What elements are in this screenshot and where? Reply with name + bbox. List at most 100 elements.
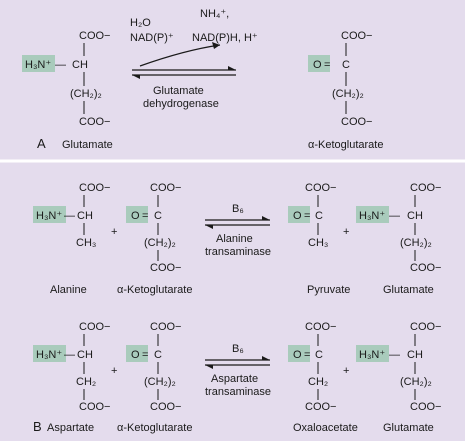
carbonyl-highlight — [308, 55, 330, 72]
label-pyruvate: Pyruvate — [307, 284, 350, 296]
carbonyl-oxygen: O — [313, 59, 322, 71]
molecule-alpha-ketoglutarate-b1: COO− O = C (CH₂)₂ COO− — [126, 182, 181, 274]
curved-arrow — [139, 44, 221, 67]
carboxylate-group: COO− — [79, 321, 110, 333]
double-bond: = — [304, 349, 310, 361]
carbonyl-carbon: C — [315, 210, 323, 222]
amine-highlight — [356, 206, 389, 223]
carboxylate-group: COO− — [410, 401, 441, 413]
reagent-water: H₂O — [130, 17, 151, 29]
molecule-glutamate-a: COO− H₃N⁺ — CH (CH₂)₂ COO− — [22, 30, 110, 128]
amine-highlight — [33, 206, 66, 223]
carboxylate-group: COO− — [341, 116, 372, 128]
carboxylate-group: COO− — [79, 30, 110, 42]
enzyme-name: dehydrogenase — [143, 98, 219, 110]
carboxylate-group: COO− — [305, 401, 336, 413]
carboxylate-group: COO− — [410, 182, 441, 194]
plus-sign: + — [343, 226, 349, 238]
plus-sign: + — [343, 365, 349, 377]
amine-highlight — [356, 345, 389, 362]
plus-sign: + — [111, 365, 117, 377]
alpha-carbon: CH — [72, 59, 88, 71]
methyl-group: CH₃ — [308, 237, 328, 249]
amine-group: H₃N⁺ — [359, 210, 385, 222]
enzyme-name: transaminase — [205, 246, 271, 258]
plus-sign: + — [111, 226, 117, 238]
methylene-chain: (CH₂)₂ — [400, 237, 432, 249]
carbonyl-oxygen: O — [293, 210, 302, 222]
label-alpha-ketoglutarate: α-Ketoglutarate — [117, 422, 192, 434]
panel-label-a: A — [37, 136, 46, 151]
carboxylate-group: COO− — [341, 30, 372, 42]
label-glutamate: Glutamate — [383, 284, 434, 296]
carbonyl-oxygen: O — [293, 349, 302, 361]
enzyme-name: transaminase — [205, 386, 271, 398]
methylene-chain: (CH₂)₂ — [332, 88, 364, 100]
arrowhead — [205, 225, 213, 229]
carboxylate-group: COO− — [150, 401, 181, 413]
carboxylate-group: COO− — [79, 116, 110, 128]
molecule-aspartate: COO− H₃N⁺ — CH CH₂ COO− — [33, 321, 110, 413]
amine-highlight — [22, 55, 55, 72]
double-bond: = — [324, 59, 330, 71]
label-alpha-ketoglutarate: α-Ketoglutarate — [117, 284, 192, 296]
carboxylate-group: COO− — [79, 182, 110, 194]
amine-highlight — [33, 345, 66, 362]
label-glutamate: Glutamate — [383, 422, 434, 434]
double-bond: = — [142, 210, 148, 222]
molecule-alanine: COO− H₃N⁺ — CH CH₃ — [33, 182, 110, 249]
arrowhead — [262, 216, 270, 220]
cofactor-b6: B₆ — [232, 343, 244, 355]
enzyme-name: Aspartate — [211, 373, 258, 385]
methyl-group: CH₃ — [76, 237, 96, 249]
reaction-aspartate-transaminase: COO− H₃N⁺ — CH CH₂ COO− + COO− O = C (CH… — [33, 321, 441, 434]
amine-group: H₃N⁺ — [25, 59, 51, 71]
carbonyl-highlight — [126, 206, 148, 223]
carbonyl-carbon: C — [154, 349, 162, 361]
panel-label-b: B — [33, 419, 42, 434]
molecule-glutamate-b1: COO− H₃N⁺ — CH (CH₂)₂ COO− — [356, 182, 441, 274]
alpha-carbon: CH — [407, 210, 423, 222]
double-bond: = — [142, 349, 148, 361]
methylene-group: CH₂ — [76, 376, 96, 388]
methylene-group: CH₂ — [308, 376, 328, 388]
product-ammonium: NH₄⁺, — [200, 8, 229, 20]
alpha-carbon: CH — [407, 349, 423, 361]
reaction-alanine-transaminase: COO− H₃N⁺ — CH CH₃ + COO− O = C (CH₂)₂ C… — [33, 182, 441, 296]
label-alpha-ketoglutarate: α-Ketoglutarate — [308, 139, 383, 151]
bond-dash: — — [64, 210, 75, 222]
label-glutamate: Glutamate — [62, 139, 113, 151]
amine-group: H₃N⁺ — [36, 349, 62, 361]
product-nadph: NAD(P)H, H⁺ — [192, 32, 258, 44]
reaction-glutamate-dehydrogenase: COO− H₃N⁺ — CH (CH₂)₂ COO− Glutamate A H… — [22, 8, 383, 151]
carboxylate-group: COO− — [410, 321, 441, 333]
alpha-carbon: CH — [77, 210, 93, 222]
bond-dash: — — [389, 210, 400, 222]
arrowhead — [262, 356, 270, 360]
carboxylate-group: COO− — [410, 262, 441, 274]
carbonyl-carbon: C — [315, 349, 323, 361]
molecule-glutamate-b2: COO− H₃N⁺ — CH (CH₂)₂ COO− — [356, 321, 441, 413]
molecule-oxaloacetate: COO− O = C CH₂ COO− — [288, 321, 336, 413]
carboxylate-group: COO− — [150, 262, 181, 274]
arrowhead — [132, 75, 140, 79]
molecule-alpha-ketoglutarate-b2: COO− O = C (CH₂)₂ COO− — [126, 321, 181, 413]
carbonyl-highlight — [288, 345, 310, 362]
bond-dash: — — [55, 59, 66, 71]
carboxylate-group: COO− — [305, 182, 336, 194]
bond-dash: — — [389, 349, 400, 361]
cofactor-b6: B₆ — [232, 203, 244, 215]
arrowhead — [228, 66, 236, 70]
carboxylate-group: COO− — [150, 182, 181, 194]
enzyme-name: Glutamate — [153, 85, 204, 97]
methylene-chain: (CH₂)₂ — [400, 376, 432, 388]
amine-group: H₃N⁺ — [359, 349, 385, 361]
carbonyl-carbon: C — [342, 59, 350, 71]
label-alanine: Alanine — [50, 284, 87, 296]
label-oxaloacetate: Oxaloacetate — [293, 422, 358, 434]
carbonyl-carbon: C — [154, 210, 162, 222]
reagent-nadp: NAD(P)⁺ — [130, 32, 174, 44]
methylene-chain: (CH₂)₂ — [144, 237, 176, 249]
double-bond: = — [304, 210, 310, 222]
